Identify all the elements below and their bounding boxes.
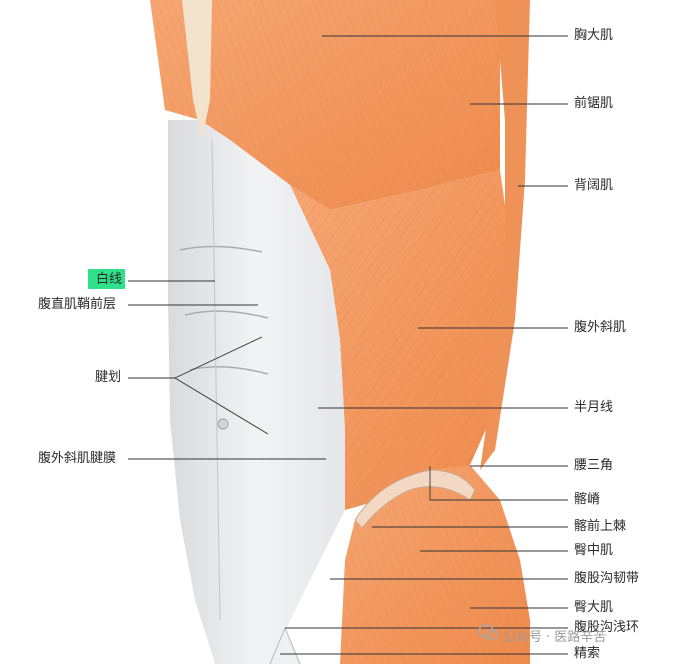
leader-lines (128, 35, 568, 655)
watermark-text: 公众号 · 医路辛苦 (503, 630, 607, 645)
sternum-shape (182, 0, 212, 140)
label-tendinous-intersections: 腱划 (95, 370, 122, 385)
label-linea-alba: 白线 (96, 272, 123, 287)
rectus-sheath-shape (168, 120, 345, 664)
label-superficial-inguinal-ring: 腹股沟浅环 (574, 620, 640, 635)
label-spermatic-cord: 精索 (574, 646, 601, 661)
label-serratus-anterior: 前锯肌 (574, 96, 614, 111)
label-pectoralis-major: 胸大肌 (574, 28, 614, 43)
label-gluteus-maximus: 臀大肌 (574, 600, 614, 615)
umbilicus-shape (217, 418, 229, 430)
label-inguinal-ligament: 腹股沟韧带 (574, 571, 640, 586)
label-external-oblique-aponeurosis: 腹外斜肌腱膜 (38, 451, 117, 466)
wechat-icon (478, 624, 499, 641)
iliac-crest-shape (354, 469, 476, 529)
label-external-oblique: 腹外斜肌 (574, 320, 627, 335)
linea-alba-highlight (88, 269, 125, 289)
label-iliac-crest: 髂嵴 (574, 492, 601, 507)
latissimus-dorsi-shape (480, 0, 530, 470)
label-gluteus-medius: 臀中肌 (574, 543, 614, 558)
label-linea-semilunaris: 半月线 (574, 400, 614, 415)
label-asis: 髂前上棘 (574, 519, 627, 534)
label-latissimus-dorsi: 背阔肌 (574, 178, 614, 193)
label-lumbar-triangle: 腰三角 (574, 458, 614, 473)
label-rectus-sheath-anterior: 腹直肌鞘前层 (38, 297, 117, 312)
